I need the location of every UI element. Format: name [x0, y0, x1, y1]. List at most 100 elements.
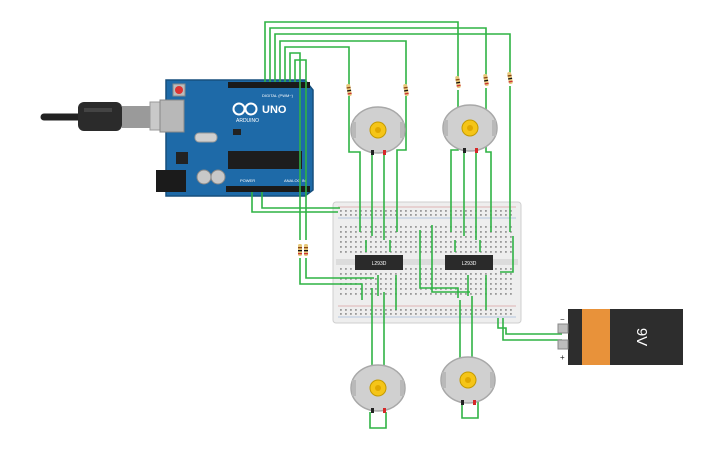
breadboard-hole	[360, 226, 362, 228]
breadboard-hole	[365, 278, 367, 280]
breadboard-hole	[385, 226, 387, 228]
breadboard-hole	[340, 288, 342, 290]
breadboard-hole	[500, 268, 502, 270]
breadboard-hole	[390, 214, 392, 216]
breadboard-hole	[420, 251, 422, 253]
breadboard-hole	[350, 288, 352, 290]
breadboard-hole	[435, 241, 437, 243]
arduino-uno-board[interactable]: UNO ARDUINO DIGITAL (PWM~) POWER ANALOG …	[156, 79, 314, 197]
breadboard-hole	[505, 251, 507, 253]
breadboard-hole	[500, 278, 502, 280]
battery-minus-label: −	[560, 315, 565, 324]
breadboard-hole	[355, 236, 357, 238]
breadboard-hole	[435, 278, 437, 280]
breadboard-hole	[345, 246, 347, 248]
breadboard-hole	[405, 251, 407, 253]
dc-motor-icon	[442, 104, 498, 153]
breadboard-hole	[380, 309, 382, 311]
breadboard-hole	[475, 288, 477, 290]
breadboard-hole	[420, 241, 422, 243]
breadboard-hole	[425, 226, 427, 228]
breadboard-hole	[455, 309, 457, 311]
breadboard-hole	[345, 236, 347, 238]
breadboard-hole	[435, 288, 437, 290]
breadboard-hole	[405, 231, 407, 233]
breadboard-hole	[400, 283, 402, 285]
breadboard-hole	[385, 273, 387, 275]
battery-9v[interactable]: − + 9V	[557, 309, 683, 365]
breadboard-hole	[365, 210, 367, 212]
breadboard-hole	[480, 273, 482, 275]
breadboard-hole	[355, 273, 357, 275]
breadboard-hole	[365, 236, 367, 238]
breadboard[interactable]	[332, 201, 522, 324]
breadboard-hole	[390, 278, 392, 280]
motor-top-left[interactable]	[350, 106, 406, 155]
breadboard-hole	[425, 309, 427, 311]
breadboard-hole	[410, 231, 412, 233]
breadboard-hole	[400, 309, 402, 311]
breadboard-hole	[340, 309, 342, 311]
breadboard-hole	[480, 283, 482, 285]
breadboard-hole	[430, 293, 432, 295]
breadboard-hole	[460, 231, 462, 233]
breadboard-hole	[420, 226, 422, 228]
breadboard-hole	[440, 313, 442, 315]
breadboard-hole	[380, 313, 382, 315]
breadboard-hole	[415, 241, 417, 243]
breadboard-hole	[460, 241, 462, 243]
arduino-logo-icon	[232, 102, 258, 116]
breadboard-hole	[345, 214, 347, 216]
breadboard-hole	[470, 278, 472, 280]
breadboard-hole	[495, 236, 497, 238]
board-brand-label: ARDUINO	[236, 118, 259, 124]
breadboard-hole	[365, 226, 367, 228]
resistors	[298, 71, 513, 256]
breadboard-hole	[415, 251, 417, 253]
motor-top-right[interactable]	[442, 104, 498, 153]
breadboard-hole	[480, 214, 482, 216]
breadboard-hole	[500, 288, 502, 290]
breadboard-hole	[415, 313, 417, 315]
breadboard-hole	[400, 231, 402, 233]
breadboard-hole	[365, 288, 367, 290]
breadboard-hole	[410, 226, 412, 228]
breadboard-hole	[505, 278, 507, 280]
breadboard-hole	[410, 268, 412, 270]
breadboard-hole	[340, 236, 342, 238]
breadboard-hole	[385, 214, 387, 216]
breadboard-hole	[375, 241, 377, 243]
reset-button[interactable]	[175, 86, 183, 94]
breadboard-hole	[455, 241, 457, 243]
motor-bottom-right[interactable]	[440, 356, 496, 405]
breadboard-hole	[400, 246, 402, 248]
breadboard-hole	[365, 293, 367, 295]
breadboard-hole	[480, 293, 482, 295]
breadboard-hole	[475, 273, 477, 275]
breadboard-hole	[465, 283, 467, 285]
breadboard-hole	[460, 214, 462, 216]
breadboard-hole	[500, 273, 502, 275]
breadboard-hole	[350, 210, 352, 212]
breadboard-hole	[435, 246, 437, 248]
breadboard-hole	[490, 246, 492, 248]
breadboard-hole	[360, 210, 362, 212]
breadboard-hole	[450, 251, 452, 253]
board-model-label: UNO	[262, 104, 287, 116]
resistor-icon	[298, 244, 302, 256]
breadboard-hole	[410, 246, 412, 248]
breadboard-hole	[475, 241, 477, 243]
power-analog-header	[226, 186, 310, 192]
resistor-icon	[346, 83, 352, 97]
breadboard-hole	[420, 236, 422, 238]
breadboard-hole	[355, 226, 357, 228]
breadboard-hole	[370, 231, 372, 233]
motor-bottom-left[interactable]	[350, 364, 406, 413]
breadboard-hole	[360, 214, 362, 216]
breadboard-hole	[485, 236, 487, 238]
breadboard-hole	[415, 231, 417, 233]
breadboard-hole	[410, 236, 412, 238]
breadboard-hole	[420, 309, 422, 311]
breadboard-hole	[375, 246, 377, 248]
breadboard-hole	[390, 226, 392, 228]
